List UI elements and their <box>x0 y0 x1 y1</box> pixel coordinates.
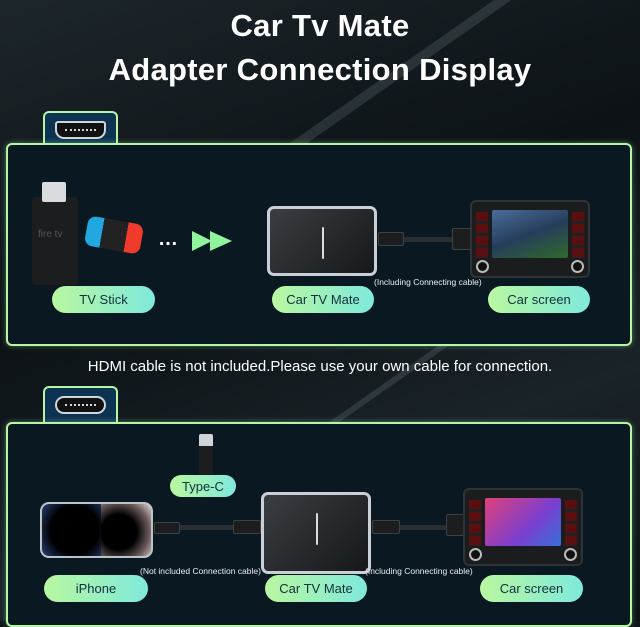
car-tv-mate-device <box>267 206 377 276</box>
hdmi-port-tab <box>43 111 118 147</box>
cable-plug <box>154 522 180 534</box>
label-car-tv-mate: Car TV Mate <box>272 286 374 313</box>
connecting-cable <box>400 525 448 530</box>
hdmi-port-icon <box>55 121 106 139</box>
usb-c-port-tab <box>43 386 118 422</box>
label-car-tv-mate: Car TV Mate <box>265 575 367 602</box>
car-tv-mate-device <box>261 492 371 574</box>
label-type-c: Type-C <box>170 475 236 497</box>
cable-included-caption: (Including Connecting cable) <box>365 566 473 576</box>
type-c-connector-image <box>199 434 213 476</box>
title-line-2: Adapter Connection Display <box>108 52 532 87</box>
label-tv-stick: TV Stick <box>52 286 155 313</box>
cable-included-caption: (Including Connecting cable) <box>374 277 482 287</box>
car-screen-device <box>470 200 590 278</box>
tv-stick-image: fire tv <box>32 182 78 285</box>
label-iphone: iPhone <box>44 575 148 602</box>
cable-not-included-caption: (Not included Connection cable) <box>140 566 261 576</box>
double-arrow-right-icon <box>192 231 232 251</box>
label-car-screen: Car screen <box>488 286 590 313</box>
hdmi-cable-notice: HDMI cable is not included.Please use yo… <box>87 358 553 375</box>
connecting-cable <box>180 525 235 530</box>
cable-plug <box>233 520 261 534</box>
cable-plug <box>378 232 404 246</box>
connecting-cable <box>404 237 454 242</box>
title-line-1: Car Tv Mate <box>230 8 410 43</box>
label-car-screen: Car screen <box>480 575 583 602</box>
iphone-image <box>40 502 153 558</box>
car-screen-device <box>463 488 583 566</box>
stick-brand-logo: fire tv <box>38 229 63 240</box>
usb-c-port-icon <box>55 396 106 414</box>
more-devices-ellipsis: … <box>158 228 178 250</box>
cable-plug <box>372 520 400 534</box>
